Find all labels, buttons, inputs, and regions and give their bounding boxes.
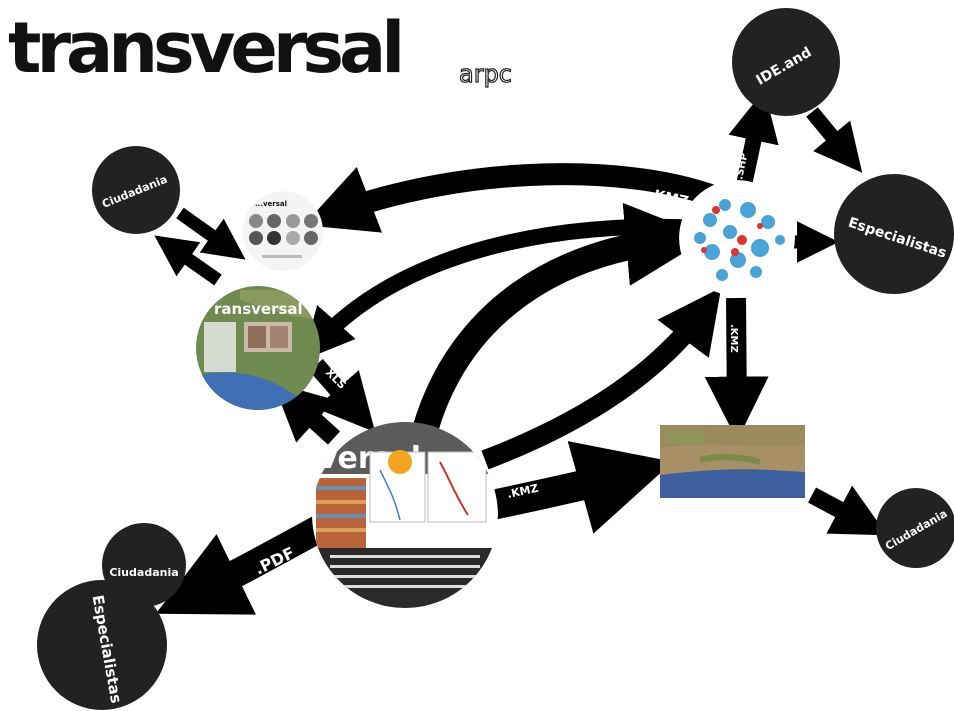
- thumbnail-database: versal: [312, 422, 498, 608]
- label-shp: .SHP: [734, 152, 750, 180]
- label-kmz-bottom: .KMZ: [506, 482, 540, 501]
- web-logo: ...versal: [255, 200, 287, 208]
- thumbnail-web: ...versal: [243, 191, 323, 271]
- thumbnail-points-map: [679, 180, 795, 296]
- arrow-db-to-points-dbf: [412, 202, 710, 434]
- logo-wordmark: transversal: [8, 7, 400, 89]
- arrow-map-to-db-xls: [309, 359, 376, 433]
- arrow-ciudadania-to-web: [176, 207, 246, 260]
- arrow-kmz-to-web: [303, 163, 740, 233]
- arrow-map-to-ciudadania: [154, 235, 222, 286]
- node-especialistas-right: Especialistas: [834, 174, 954, 294]
- node-ciudadania-bottom-left: Ciudadania: [102, 523, 186, 607]
- label-kmz-vertical: .KMZ: [728, 324, 739, 353]
- arrow-ide-to-especialistas: [806, 107, 863, 173]
- arrow-points-to-ide: [728, 89, 779, 187]
- node-label: Ciudadania: [109, 566, 178, 579]
- arrow-satellite-to-ciudadania: [807, 485, 888, 536]
- node-especialistas-bottom-left: Especialistas: [37, 580, 167, 710]
- node-ide-and: IDE.and: [732, 8, 840, 116]
- arrow-points-to-satellite: [704, 297, 769, 441]
- node-ciudadania-right: Ciudadania: [876, 488, 954, 568]
- arrow-db-to-points-lower: [481, 287, 722, 470]
- arrow-db-to-map: [272, 382, 341, 445]
- thumbnail-map-app: ransversal: [196, 286, 320, 410]
- thumbnail-satellite-map: [660, 425, 805, 498]
- node-ciudadania-top-left: Ciudadania: [92, 146, 180, 234]
- logo-suffix: arpc: [459, 60, 512, 88]
- map-app-logo: ransversal: [214, 300, 303, 318]
- arrow-db-to-satellite: [474, 441, 674, 534]
